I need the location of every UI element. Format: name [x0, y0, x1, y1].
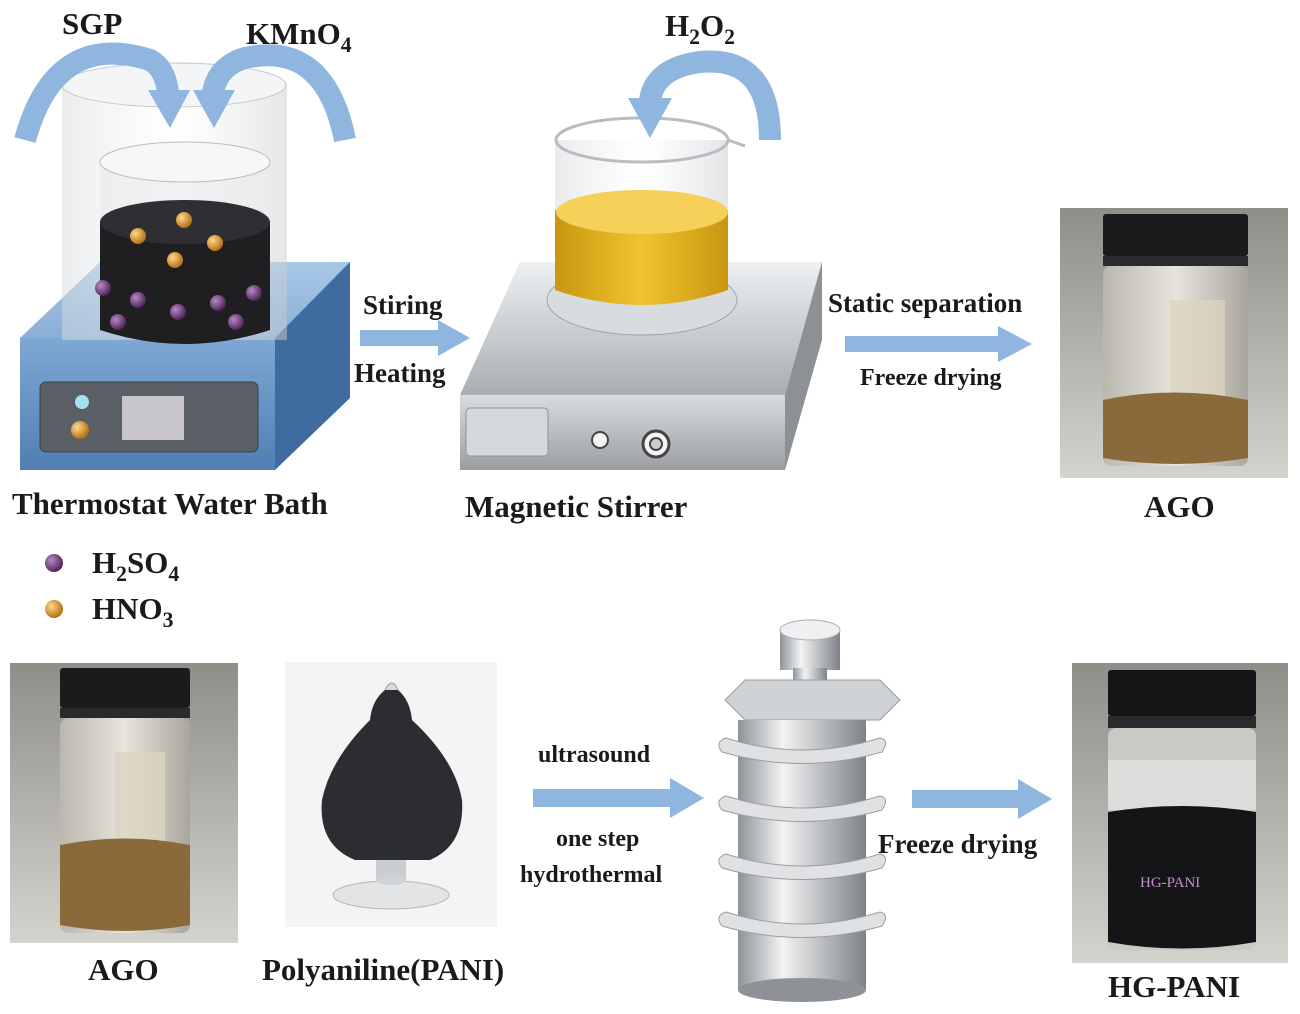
label-thermostat-water-bath: Thermostat Water Bath: [12, 486, 328, 521]
label-ago-bottom: AGO: [88, 952, 159, 987]
label-stiring: Stiring: [363, 290, 443, 320]
label-freeze-drying-bottom: Freeze drying: [878, 829, 1038, 859]
label-polyaniline: Polyaniline(PANI): [262, 952, 504, 987]
reagent-sgp: SGP: [62, 6, 122, 41]
label-hydrothermal: hydrothermal: [520, 862, 663, 888]
legend: [45, 554, 63, 618]
knob: [71, 421, 89, 439]
ago-vial-photo-bottom: [10, 663, 238, 943]
arrow-stiring-heating: [360, 320, 470, 356]
stirrer-display: [465, 407, 549, 457]
hydrothermal-reactor: [718, 619, 901, 1002]
legend-hno3-marker: [45, 600, 63, 618]
reagent-h2o2: H2O2: [665, 8, 735, 49]
legend-hno3-label: HNO3: [92, 591, 174, 632]
label-one-step: one step: [556, 826, 639, 852]
magnetic-stirrer: [460, 116, 822, 470]
vial-label-hg-pani: HG-PANI: [1140, 875, 1200, 891]
display-screen: [122, 396, 184, 440]
stirrer-button: [591, 431, 609, 449]
label-hg-pani: HG-PANI: [1108, 969, 1240, 1004]
label-static-separation: Static separation: [828, 288, 1022, 318]
ago-vial-photo-top: [1060, 208, 1288, 478]
legend-h2so4-label: H2SO4: [92, 545, 179, 586]
label-freeze-drying-top: Freeze drying: [860, 365, 1002, 391]
label-heating: Heating: [354, 358, 446, 388]
label-ultrasound: ultrasound: [538, 742, 651, 768]
legend-h2so4-marker: [45, 554, 63, 572]
label-ago-top: AGO: [1144, 489, 1215, 524]
hg-pani-vial-photo: [1072, 663, 1288, 963]
indicator-light: [75, 395, 89, 409]
reagent-kmno4: KMnO4: [246, 16, 352, 57]
label-magnetic-stirrer: Magnetic Stirrer: [465, 489, 688, 524]
h2o2-arrow: [628, 50, 781, 141]
reagent-arrows: [14, 42, 356, 144]
pani-flask-photo: [285, 662, 497, 927]
arrow-freeze-drying-bottom: [912, 779, 1052, 819]
arrow-ultrasound: [533, 778, 704, 818]
thermostat-water-bath: [20, 62, 350, 470]
arrow-static-separation: [845, 326, 1032, 362]
